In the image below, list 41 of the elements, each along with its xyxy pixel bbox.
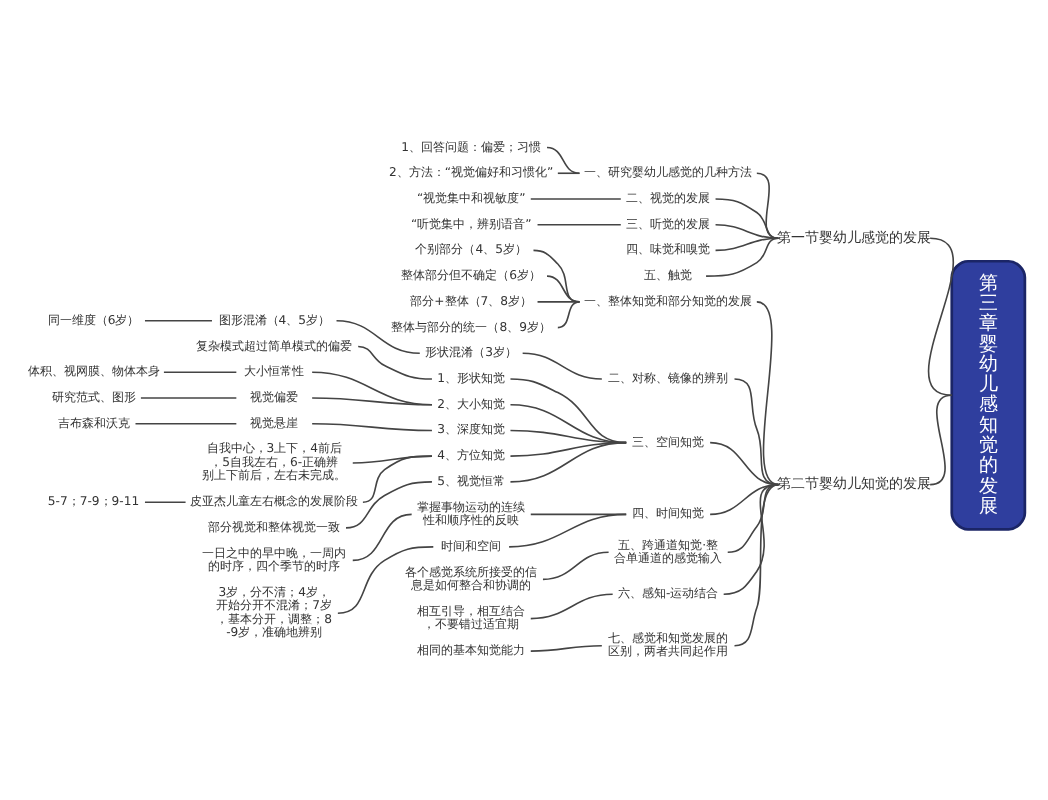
connector bbox=[529, 593, 614, 620]
connector bbox=[163, 371, 238, 374]
connector bbox=[337, 546, 435, 614]
connector bbox=[345, 481, 433, 529]
connector bbox=[521, 352, 603, 380]
connector bbox=[532, 249, 581, 303]
connector bbox=[705, 237, 780, 277]
connector bbox=[509, 441, 627, 483]
connector bbox=[722, 483, 780, 596]
connector bbox=[709, 441, 780, 486]
connector bbox=[362, 455, 433, 503]
connector bbox=[756, 301, 780, 486]
connector bbox=[140, 397, 238, 399]
connector bbox=[536, 301, 581, 303]
connector bbox=[509, 378, 627, 444]
node-box: 第三章婴幼儿感知觉的发展 bbox=[950, 259, 1027, 531]
connector bbox=[733, 378, 780, 486]
connector bbox=[351, 513, 413, 562]
connector bbox=[311, 371, 433, 406]
connector bbox=[529, 644, 603, 652]
connector bbox=[335, 320, 421, 355]
connector bbox=[733, 483, 780, 647]
connector bbox=[144, 320, 213, 322]
connector bbox=[542, 551, 610, 581]
connector bbox=[144, 501, 187, 503]
connector bbox=[311, 397, 433, 406]
connector bbox=[134, 422, 238, 425]
connector bbox=[557, 172, 581, 175]
connector bbox=[529, 198, 622, 200]
connector bbox=[546, 146, 581, 175]
connector bbox=[714, 198, 780, 240]
connector bbox=[927, 237, 955, 397]
connector bbox=[557, 301, 581, 329]
connector bbox=[714, 237, 780, 252]
connector bbox=[311, 422, 433, 432]
connector bbox=[536, 223, 622, 226]
connector bbox=[546, 275, 581, 303]
connector bbox=[357, 345, 433, 380]
connector bbox=[508, 513, 627, 548]
connector bbox=[929, 394, 953, 486]
connector bbox=[714, 223, 780, 240]
